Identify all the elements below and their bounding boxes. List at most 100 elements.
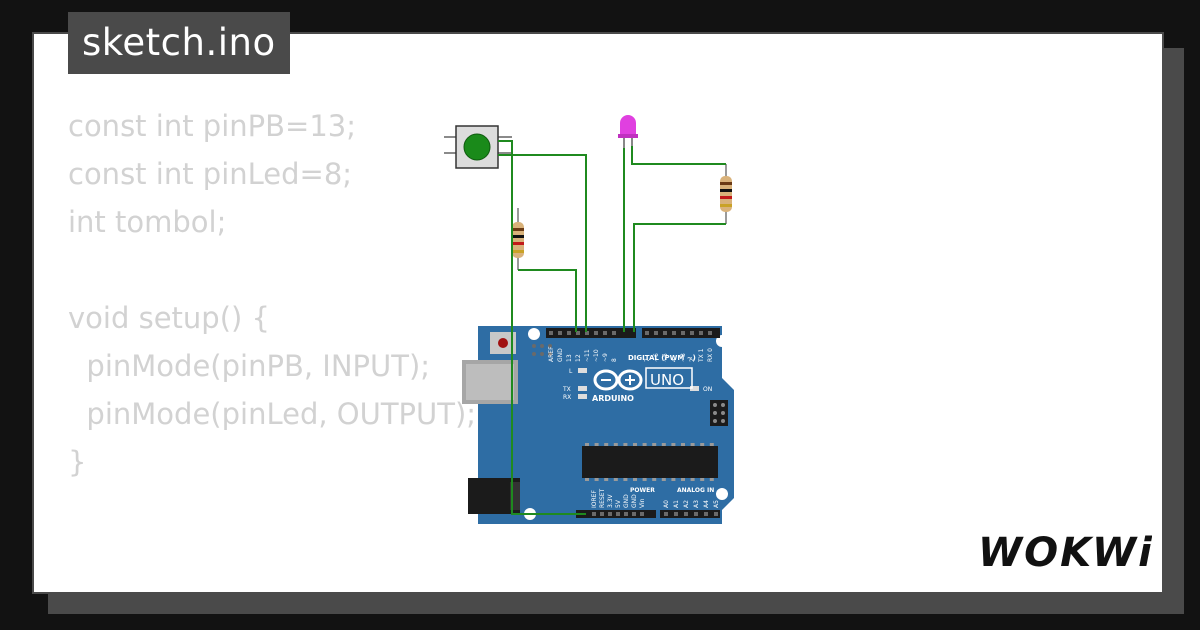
on-label: ON — [703, 386, 712, 393]
code-line: pinMode(pinLed, OUTPUT); — [68, 397, 477, 431]
pin-label: ~6 — [653, 353, 660, 362]
code-line: int tombol; — [68, 205, 227, 239]
chip-pin — [681, 478, 685, 481]
header-pin — [674, 512, 678, 516]
led-icon[interactable] — [618, 115, 638, 150]
chip-pin — [594, 443, 599, 446]
chip-pin — [604, 443, 609, 446]
code-editor[interactable]: const int pinPB=13; const int pinLed=8; in… — [68, 102, 476, 486]
header-pin — [567, 331, 571, 335]
code-line: const int pinLed=8; — [68, 157, 353, 191]
pin-label: ~5 — [662, 353, 669, 362]
l-led — [578, 368, 587, 373]
pin-label: 4 — [671, 358, 678, 362]
tx-led — [578, 386, 587, 391]
header-pin — [603, 331, 607, 335]
chip-pin — [700, 443, 705, 446]
chip-pin — [594, 478, 599, 481]
pin-label: RESET — [599, 488, 606, 508]
chip-pin — [661, 478, 666, 481]
on-led — [690, 386, 699, 391]
chip-pin — [633, 478, 637, 481]
microcontroller-chip — [582, 446, 718, 478]
code-line: const int pinPB=13; — [68, 109, 356, 143]
pin-label: ~11 — [584, 349, 591, 362]
chip-pin — [652, 443, 657, 446]
pin-label: 5V — [615, 499, 622, 508]
pin-label: IOREF — [591, 490, 598, 508]
header-pin — [585, 331, 589, 335]
header-pin — [645, 331, 649, 335]
pin-label: TX 1 — [698, 348, 705, 363]
pushbutton-icon[interactable] — [444, 125, 512, 169]
board-brand: ARDUINO — [592, 394, 634, 403]
header-pin — [549, 331, 553, 335]
header-pin — [594, 331, 598, 335]
header-pin — [632, 512, 636, 516]
header-pin — [699, 331, 703, 335]
pin-label: 7 — [644, 358, 651, 362]
pin-label: 2 — [689, 358, 696, 362]
chip-pin — [652, 478, 657, 481]
l-label: L — [569, 368, 573, 375]
chip-pin — [642, 478, 647, 481]
pin-label: A5 — [713, 500, 720, 508]
pin-label: A3 — [693, 500, 700, 508]
chip-pin — [690, 478, 695, 481]
file-tab-title[interactable]: sketch.ino — [68, 12, 290, 74]
chip-pin — [623, 443, 628, 446]
pin-label: ~3 — [680, 353, 687, 362]
header-pin — [600, 512, 604, 516]
pin-label: GND — [631, 494, 638, 508]
header-pin — [672, 331, 676, 335]
header-pin — [681, 331, 685, 335]
header-pin — [694, 512, 698, 516]
chip-pin — [709, 478, 714, 481]
code-line: void setup() { — [68, 301, 270, 335]
pin-label: 13 — [566, 354, 573, 362]
chip-pin — [642, 443, 647, 446]
icsp-header — [532, 344, 552, 356]
header-pin — [664, 512, 668, 516]
header-pin — [624, 512, 628, 516]
wokwi-logo-text: WOKWi — [978, 530, 1152, 576]
chip-pin — [623, 478, 628, 481]
chip-pin — [585, 478, 589, 481]
header-pin — [704, 512, 708, 516]
rx-led — [578, 394, 587, 399]
header-pin — [608, 512, 612, 516]
pin-label: ~10 — [593, 349, 600, 362]
mount-hole — [716, 488, 728, 500]
digital-header-high — [546, 328, 636, 338]
chip-pin — [690, 443, 695, 446]
header-pin — [708, 331, 712, 335]
wires — [498, 140, 726, 515]
wire-button-to-5v — [498, 140, 586, 515]
infinity-logo-icon — [593, 369, 643, 391]
pin-label: A0 — [663, 500, 670, 508]
header-pin — [714, 512, 718, 516]
code-line: } — [68, 445, 87, 479]
pin-label: Vin — [639, 498, 646, 508]
mount-hole — [528, 328, 540, 340]
chip-pin — [585, 443, 589, 446]
pin-label: 3.3V — [607, 493, 614, 508]
pin-label: ~9 — [602, 353, 609, 362]
pin-label: A4 — [703, 500, 710, 508]
wire-resistor-to-gnd — [518, 269, 577, 332]
header-pin — [640, 512, 644, 516]
digital-label: DIGITAL (PWM ~) — [628, 354, 696, 362]
header-pin — [558, 331, 562, 335]
resistor-icon[interactable] — [512, 208, 524, 270]
resistor-icon[interactable] — [720, 164, 732, 224]
tx-label: TX — [562, 386, 571, 393]
pin-label: AREF — [548, 346, 555, 362]
pin-label: A1 — [673, 500, 680, 508]
wire-button-to-pin13 — [498, 154, 587, 332]
wokwi-logo[interactable]: WOKWi — [976, 524, 1152, 580]
chip-pin — [613, 443, 618, 446]
chip-pin — [671, 478, 676, 481]
power-label: POWER — [630, 487, 655, 494]
